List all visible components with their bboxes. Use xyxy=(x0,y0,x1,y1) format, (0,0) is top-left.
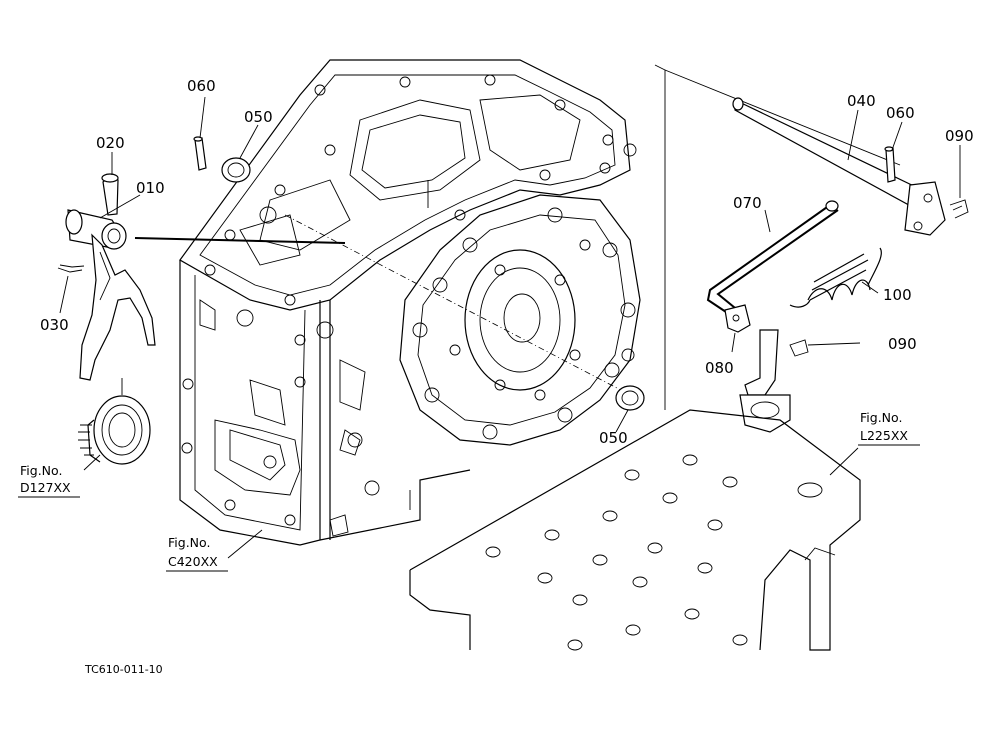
drawing-code: TC610-011-10 xyxy=(84,663,163,676)
shaft-axis-line xyxy=(284,214,641,401)
part-label-060-left: 060 xyxy=(187,77,216,95)
part-label-060-right: 060 xyxy=(886,104,915,122)
part-label-030: 030 xyxy=(40,316,69,334)
part-label-020: 020 xyxy=(96,134,125,152)
figure-refs: Fig.No. D127XX Fig.No. C420XX Fig.No. L2… xyxy=(18,410,920,572)
shift-fork-part xyxy=(57,173,346,381)
shaft-reference-line xyxy=(664,69,901,166)
part-labels: 060 050 020 010 030 050 040 060 090 070 … xyxy=(40,77,974,447)
fig-ref-l225-line2: L225XX xyxy=(860,428,908,443)
part-label-070: 070 xyxy=(733,194,762,212)
part-label-050-top: 050 xyxy=(244,108,273,126)
part-label-080: 080 xyxy=(705,359,734,377)
bearing-assembly xyxy=(78,378,151,465)
fig-ref-l225-line1: Fig.No. xyxy=(860,410,902,425)
fig-ref-c420-line2: C420XX xyxy=(168,554,218,569)
transmission-case xyxy=(179,59,641,546)
part-label-010: 010 xyxy=(136,179,165,197)
foot-plate xyxy=(409,409,861,651)
fig-ref-c420-line1: Fig.No. xyxy=(168,535,210,550)
part-label-050-bottom: 050 xyxy=(599,429,628,447)
part-label-090-mid: 090 xyxy=(888,335,917,353)
shaft-linkage xyxy=(706,97,969,433)
bracket-reference-line xyxy=(654,64,666,410)
fig-ref-d127-line1: Fig.No. xyxy=(20,463,62,478)
leader-lines xyxy=(59,96,961,559)
part-label-090-top: 090 xyxy=(945,127,974,145)
part-label-100: 100 xyxy=(883,286,912,304)
fig-ref-d127-line2: D127XX xyxy=(20,480,71,495)
part-label-040: 040 xyxy=(847,92,876,110)
pin-and-seal-left xyxy=(193,136,251,183)
seal-bottom xyxy=(615,385,645,411)
foot-plate-studs xyxy=(485,454,748,651)
